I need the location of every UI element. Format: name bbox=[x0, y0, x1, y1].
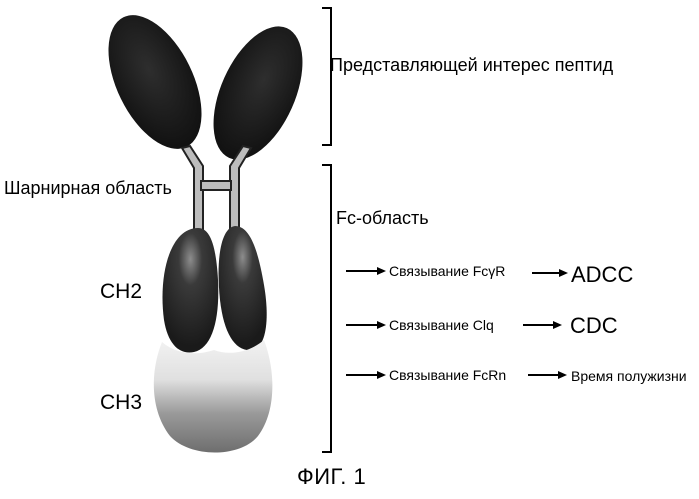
effect-result-cdc: CDC bbox=[570, 315, 618, 337]
effect-result-halflife: Время полужизни bbox=[571, 369, 687, 383]
figure-caption: ФИГ. 1 bbox=[297, 466, 366, 488]
label-hinge: Шарнирная область bbox=[4, 179, 172, 197]
effect-binding-clq: Связывание Clq bbox=[389, 318, 494, 332]
ch2-domain-left bbox=[162, 228, 218, 353]
ch3-domain bbox=[154, 340, 273, 453]
bracket-fc bbox=[322, 165, 331, 452]
hinge-region-shape bbox=[182, 146, 251, 238]
label-ch2: CH2 bbox=[100, 281, 142, 302]
ch2-domain-right bbox=[219, 226, 267, 350]
effect-binding-fcgr: Связывание FcγR bbox=[389, 264, 505, 278]
fab-arm-left bbox=[89, 1, 220, 164]
label-fc-region: Fc-область bbox=[336, 209, 429, 227]
bracket-peptide bbox=[322, 8, 331, 145]
label-peptide: Представляющей интерес пептид bbox=[330, 56, 613, 74]
effect-result-adcc: ADCC bbox=[571, 264, 633, 286]
label-ch3: CH3 bbox=[100, 392, 142, 413]
fab-arm-right bbox=[195, 13, 320, 173]
effect-binding-fcrn: Связывание FcRn bbox=[389, 368, 506, 382]
